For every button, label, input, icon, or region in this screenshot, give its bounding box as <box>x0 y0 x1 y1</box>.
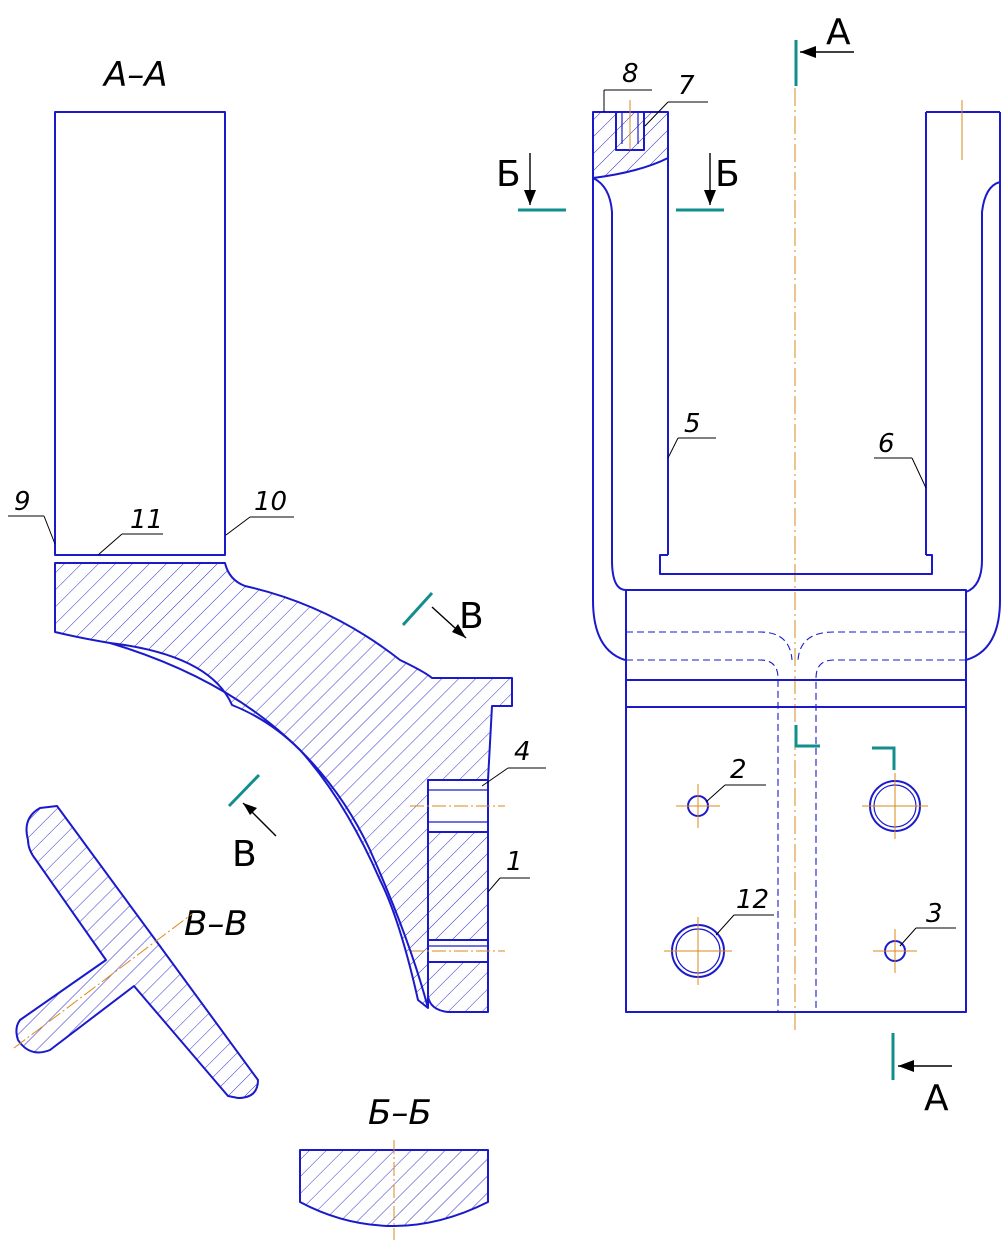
section-aa: А–А В В 9 11 10 <box>8 55 546 1013</box>
cut-v-upper-letter: В <box>459 596 484 637</box>
fork-outer-right <box>965 195 1001 661</box>
callout-7: 7 <box>678 71 695 101</box>
flange-section-bottom <box>427 961 489 1013</box>
cut-b-right-letter: Б <box>715 154 740 195</box>
cut-b-left-letter: Б <box>496 154 521 195</box>
flange-section-lower <box>427 831 489 941</box>
cut-v-upper <box>401 591 434 627</box>
callout-10: 10 <box>254 487 287 517</box>
hidden-line-left <box>626 659 779 1012</box>
callout-9: 9 <box>14 487 31 517</box>
section-vv: В–В <box>13 805 259 1099</box>
callout-8: 8 <box>622 59 639 89</box>
callout-3: 3 <box>926 899 943 929</box>
callout-11: 11 <box>130 505 163 535</box>
cut-a-bottom-letter: А <box>924 1078 949 1119</box>
fork-outer-left <box>592 112 626 661</box>
local-cut-right <box>872 746 896 770</box>
fork-inner-right <box>965 181 1001 593</box>
slot-bottom-tab <box>659 554 933 575</box>
cut-v-lower <box>227 773 261 808</box>
section-vv-title: В–В <box>184 904 248 944</box>
tee-section <box>15 805 259 1099</box>
cut-v-lower-letter: В <box>232 834 257 875</box>
local-cut-left <box>794 725 820 748</box>
cut-a-top-letter: А <box>826 12 851 53</box>
callout-6: 6 <box>878 429 895 459</box>
callout-5: 5 <box>684 409 701 439</box>
callout-2: 2 <box>730 755 747 785</box>
callout-4: 4 <box>514 737 531 767</box>
hidden-line-right <box>815 659 966 1012</box>
main-view: А А Б Б 8 7 5 6 2 12 3 <box>496 12 1001 1119</box>
section-bb: Б–Б <box>299 1093 489 1240</box>
base-plate <box>625 589 967 1013</box>
callout-12: 12 <box>736 885 769 915</box>
arm-body <box>54 111 226 556</box>
curved-body-section <box>54 562 513 1009</box>
fork-inner-left <box>592 177 627 591</box>
rib-outer-arc <box>109 642 429 1009</box>
callout-1: 1 <box>506 847 523 877</box>
section-bb-title: Б–Б <box>368 1093 432 1133</box>
section-aa-title: А–А <box>102 55 168 95</box>
